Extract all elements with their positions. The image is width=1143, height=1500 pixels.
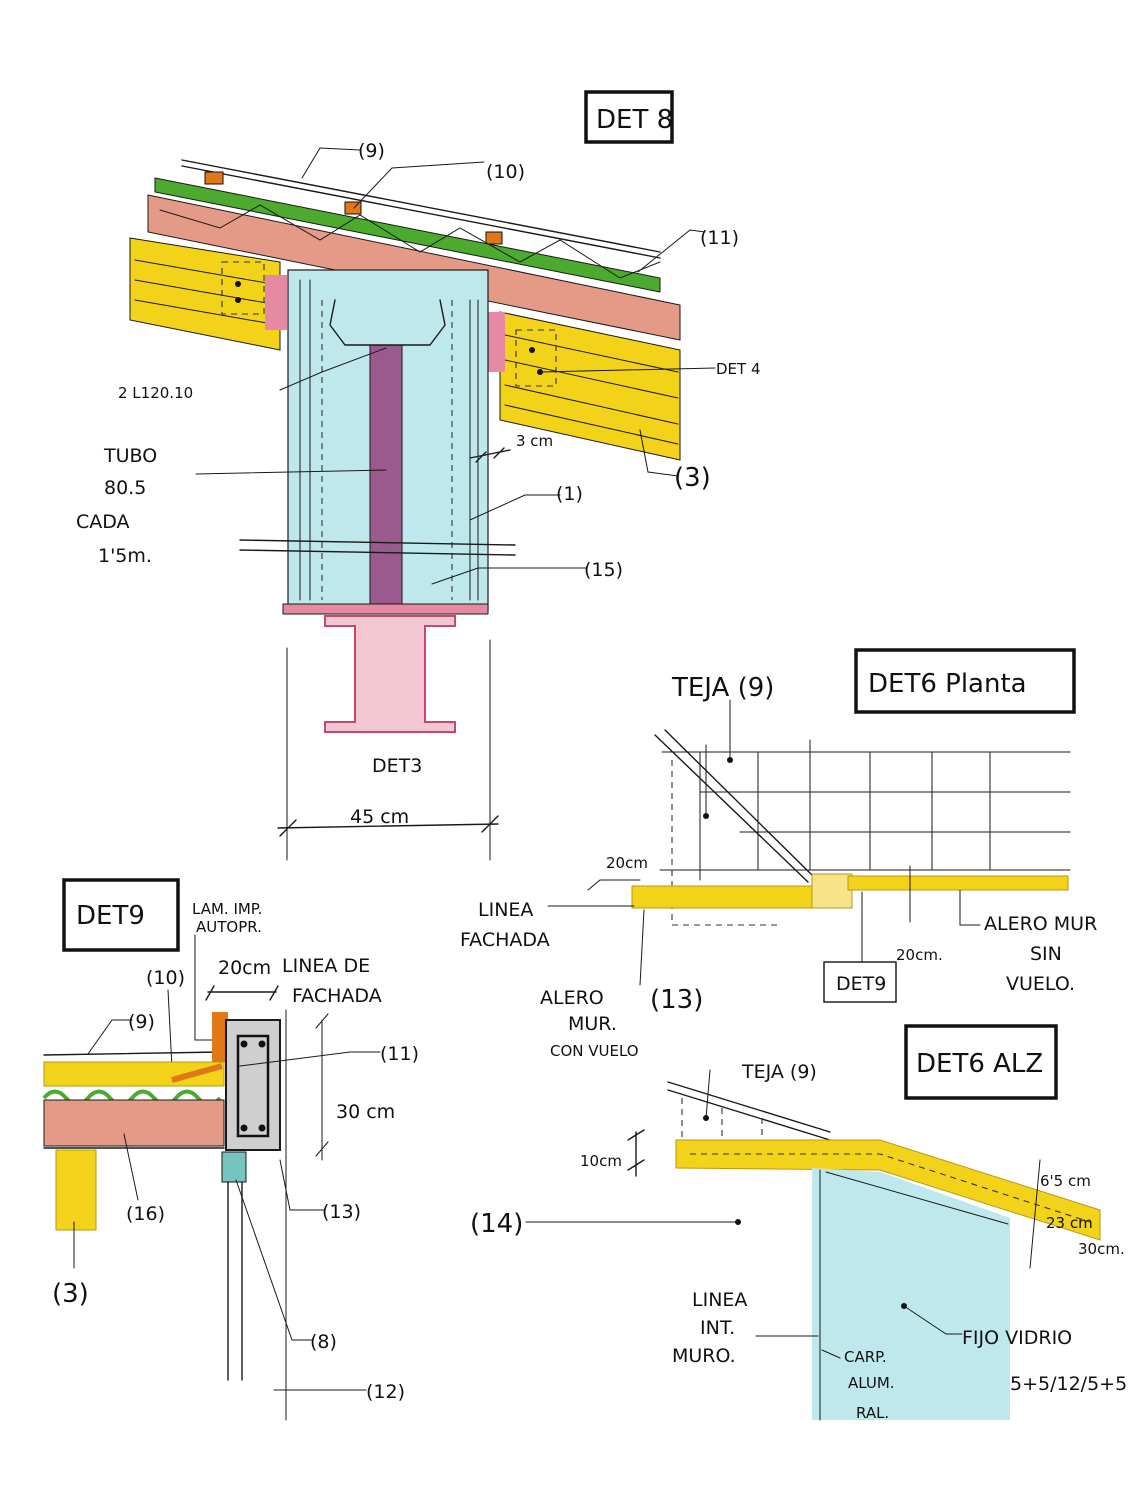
- vidrio-spec: 5+5/12/5+5: [1010, 1373, 1127, 1395]
- sin-vuelo-l2: SIN: [1030, 943, 1062, 965]
- dim-30cm-alz: 30cm.: [1078, 1240, 1125, 1258]
- carp-l3: RAL.: [856, 1404, 889, 1422]
- det9-title: DET9: [76, 901, 145, 931]
- membrane-layer: [154, 177, 661, 293]
- carp-l2: ALUM.: [848, 1374, 895, 1392]
- det8-title: DET 8: [596, 105, 673, 135]
- dim-23cm: 23 cm: [1046, 1214, 1093, 1232]
- linea-int-l3: MURO.: [672, 1345, 736, 1367]
- tag-9: (9): [358, 140, 385, 162]
- det6a-title-box: [904, 1024, 1058, 1100]
- eave-with-overhang: [631, 885, 818, 909]
- det6p-title-box: [854, 648, 1076, 714]
- tag-3: (3): [674, 463, 711, 493]
- eave-no-overhang: [847, 875, 1069, 891]
- det9-ref-box: [823, 961, 897, 1003]
- tag-8: (8): [310, 1331, 337, 1353]
- det6-plan-section: DET6 Planta TEJA (9) 20cm LINEA FACHADA …: [460, 648, 1097, 1060]
- tag-10-det9: (10): [146, 967, 185, 989]
- tag-16: (16): [126, 1203, 165, 1225]
- concrete-lintel: [225, 1019, 281, 1151]
- tile-line: [181, 159, 661, 253]
- alero-mur-l1: ALERO: [540, 987, 604, 1009]
- det6a-title: DET6 ALZ: [916, 1049, 1043, 1079]
- dim-45-line: [277, 823, 499, 829]
- det9-insulation: [43, 1099, 225, 1147]
- tag-14: (14): [470, 1209, 523, 1239]
- steel-column: [369, 344, 403, 606]
- tile-grid-h: [659, 751, 1071, 871]
- tag-11: (11): [700, 227, 739, 249]
- det9-title-box: [62, 878, 180, 952]
- det6p-title: DET6 Planta: [868, 669, 1027, 699]
- tube-line3: CADA: [76, 511, 130, 533]
- dim-3cm: 3 cm: [516, 432, 553, 450]
- det4-label: DET 4: [716, 360, 761, 378]
- tile-profile: [667, 1081, 831, 1141]
- det8-section: DET 8: [76, 90, 761, 861]
- lam-l2: AUTOPR.: [196, 918, 262, 936]
- tile-grid-v: [699, 739, 991, 881]
- sin-vuelo-l3: VUELO.: [1006, 973, 1075, 995]
- det6-elevation-section: DET6 ALZ TEJA (9) 10cm 6'5 cm 23 cm 30cm…: [470, 1024, 1127, 1422]
- tube-line4: 1'5m.: [98, 545, 152, 567]
- batten-3: [485, 231, 503, 245]
- tag-9-det9: (9): [128, 1011, 155, 1033]
- tag-13-det9: (13): [322, 1201, 361, 1223]
- insulation-layer: [147, 194, 681, 341]
- carp-l1: CARP.: [844, 1348, 887, 1366]
- dim-45cm: 45 cm: [350, 806, 409, 828]
- dim-10cm: 10cm: [580, 1152, 622, 1170]
- alero-mur-l3: CON VUELO: [550, 1042, 639, 1060]
- lam-l1: LAM. IMP.: [192, 900, 262, 918]
- diagonal-eave: [654, 729, 816, 883]
- linea-int-l1: LINEA: [692, 1289, 747, 1311]
- angle-profiles: [329, 299, 446, 346]
- batten-1: [204, 171, 224, 185]
- det9-section: DET9 LAM. IMP. AUTOPR. (10) 20cm LINEA D…: [42, 878, 419, 1421]
- teja-alz: TEJA (9): [741, 1061, 817, 1083]
- det9-beam: [55, 1149, 97, 1231]
- window-frame: [227, 1181, 243, 1381]
- flashing: [212, 1012, 228, 1062]
- linea-fachada-l1: LINEA: [478, 899, 533, 921]
- profile-label: 2 L120.10: [118, 384, 193, 402]
- window-frame-top: [221, 1151, 247, 1183]
- tag-11-det9: (11): [380, 1043, 419, 1065]
- teja-label: TEJA (9): [671, 673, 774, 703]
- beam-right: [499, 311, 681, 461]
- glass-wall: [812, 1168, 1010, 1420]
- dim-20cm-a: 20cm: [606, 854, 648, 872]
- linea-l2: FACHADA: [292, 985, 382, 1007]
- tag-1: (1): [556, 483, 583, 505]
- dim-6-5cm: 6'5 cm: [1040, 1172, 1091, 1190]
- tag-12: (12): [366, 1381, 405, 1403]
- linea-int-l2: INT.: [700, 1317, 735, 1339]
- linea-l1: LINEA DE: [282, 955, 370, 977]
- beam-left: [129, 237, 281, 351]
- sin-vuelo-l1: ALERO MUR: [984, 913, 1097, 935]
- tube-line1: TUBO: [103, 445, 157, 467]
- dim-30cm-det9: 30 cm: [336, 1101, 395, 1123]
- tag-3-det9: (3): [52, 1279, 89, 1309]
- det8-title-box: [584, 90, 674, 144]
- tag-13-plan: (13): [650, 985, 703, 1015]
- dim-20cm-b: 20cm.: [896, 946, 943, 964]
- break-line: [239, 539, 516, 556]
- fijo-vidrio: FIJO VIDRIO: [962, 1327, 1072, 1349]
- det9-ref: DET9: [836, 973, 886, 995]
- base-plate: [282, 603, 489, 615]
- i-beam: [324, 615, 456, 733]
- dim-20cm-det9: 20cm: [218, 957, 271, 979]
- linea-fachada-l2: FACHADA: [460, 929, 550, 951]
- eave-elevation: [675, 1139, 1101, 1241]
- tag-10: (10): [486, 161, 525, 183]
- tube-line2: 80.5: [104, 477, 146, 499]
- det3-label: DET3: [372, 755, 422, 777]
- tag-15: (15): [584, 559, 623, 581]
- alero-mur-l2: MUR.: [568, 1013, 617, 1035]
